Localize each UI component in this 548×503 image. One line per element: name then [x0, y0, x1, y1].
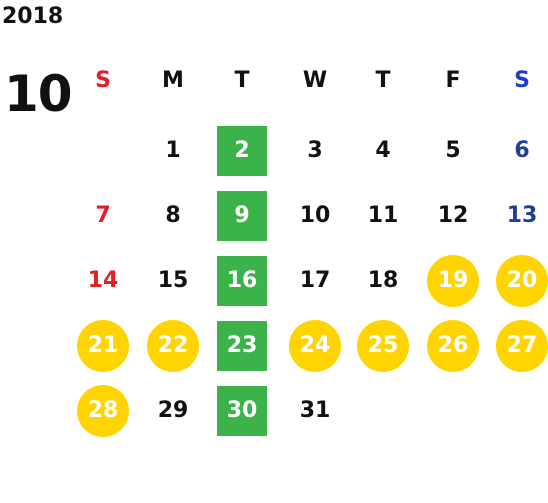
day-cell-25[interactable]: 25: [357, 320, 409, 372]
day-cell-11[interactable]: 11: [357, 190, 409, 242]
day-number: 2: [234, 138, 250, 163]
day-cell-1[interactable]: 1: [147, 125, 199, 177]
day-cell-21[interactable]: 21: [77, 320, 129, 372]
day-number: 11: [367, 203, 399, 228]
weekday-header-tue: T: [234, 68, 250, 93]
day-number: 15: [157, 268, 189, 293]
green-square-marker: [217, 256, 267, 306]
day-cell-24[interactable]: 24: [289, 320, 341, 372]
day-number: 27: [506, 333, 538, 358]
day-cell-8[interactable]: 8: [147, 190, 199, 242]
day-number: 9: [234, 203, 250, 228]
day-cell-15[interactable]: 15: [147, 255, 199, 307]
weekday-header-sun: S: [95, 68, 111, 93]
yellow-circle-marker: [289, 320, 341, 372]
day-number: 13: [506, 203, 538, 228]
day-cell-22[interactable]: 22: [147, 320, 199, 372]
yellow-circle-marker: [147, 320, 199, 372]
yellow-circle-marker: [77, 385, 129, 437]
day-number: 4: [375, 138, 391, 163]
day-cell-17[interactable]: 17: [289, 255, 341, 307]
day-number: 23: [226, 333, 258, 358]
day-cell-20[interactable]: 20: [496, 255, 548, 307]
day-number: 10: [299, 203, 331, 228]
yellow-circle-marker: [496, 255, 548, 307]
yellow-circle-marker: [496, 320, 548, 372]
day-number: 29: [157, 398, 189, 423]
day-cell-3[interactable]: 3: [289, 125, 341, 177]
day-cell-19[interactable]: 19: [427, 255, 479, 307]
day-number: 6: [514, 138, 530, 163]
yellow-circle-marker: [427, 320, 479, 372]
day-cell-14[interactable]: 14: [77, 255, 129, 307]
green-square-marker: [217, 191, 267, 241]
day-number: 1: [165, 138, 181, 163]
day-cell-30[interactable]: 30: [216, 385, 268, 437]
weekday-header-mon: M: [162, 68, 184, 93]
day-cell-4[interactable]: 4: [357, 125, 409, 177]
day-number: 26: [437, 333, 469, 358]
day-number: 5: [445, 138, 461, 163]
day-cell-26[interactable]: 26: [427, 320, 479, 372]
day-number: 18: [367, 268, 399, 293]
day-number: 3: [307, 138, 323, 163]
day-cell-10[interactable]: 10: [289, 190, 341, 242]
green-square-marker: [217, 126, 267, 176]
day-cell-18[interactable]: 18: [357, 255, 409, 307]
day-number: 8: [165, 203, 181, 228]
day-number: 12: [437, 203, 469, 228]
day-number: 31: [299, 398, 331, 423]
calendar-year: 2018: [2, 4, 64, 29]
day-cell-31[interactable]: 31: [289, 385, 341, 437]
day-cell-28[interactable]: 28: [77, 385, 129, 437]
day-cell-16[interactable]: 16: [216, 255, 268, 307]
day-number: 7: [95, 203, 111, 228]
day-number: 19: [437, 268, 469, 293]
day-cell-29[interactable]: 29: [147, 385, 199, 437]
day-number: 30: [226, 398, 258, 423]
weekday-header-thu: T: [375, 68, 391, 93]
day-cell-27[interactable]: 27: [496, 320, 548, 372]
day-number: 20: [506, 268, 538, 293]
green-square-marker: [217, 386, 267, 436]
day-cell-23[interactable]: 23: [216, 320, 268, 372]
yellow-circle-marker: [427, 255, 479, 307]
day-number: 14: [87, 268, 119, 293]
day-cell-2[interactable]: 2: [216, 125, 268, 177]
day-cell-12[interactable]: 12: [427, 190, 479, 242]
calendar-month: 10: [4, 65, 73, 123]
day-cell-5[interactable]: 5: [427, 125, 479, 177]
green-square-marker: [217, 321, 267, 371]
day-number: 17: [299, 268, 331, 293]
day-number: 21: [87, 333, 119, 358]
day-number: 22: [157, 333, 189, 358]
day-cell-9[interactable]: 9: [216, 190, 268, 242]
day-number: 16: [226, 268, 258, 293]
day-number: 25: [367, 333, 399, 358]
day-number: 28: [87, 398, 119, 423]
day-cell-13[interactable]: 13: [496, 190, 548, 242]
day-number: 24: [299, 333, 331, 358]
weekday-header-fri: F: [445, 68, 461, 93]
yellow-circle-marker: [77, 320, 129, 372]
day-cell-6[interactable]: 6: [496, 125, 548, 177]
yellow-circle-marker: [357, 320, 409, 372]
day-cell-7[interactable]: 7: [77, 190, 129, 242]
weekday-header-wed: W: [302, 68, 328, 93]
weekday-header-sat: S: [514, 68, 530, 93]
